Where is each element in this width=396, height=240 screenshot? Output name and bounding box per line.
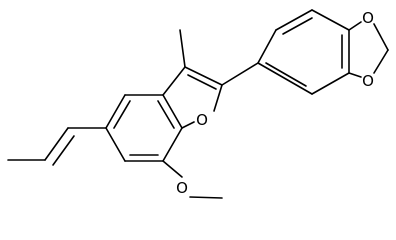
atom-label-dioxole-oxygen-top: O: [362, 9, 374, 27]
bond-double-inner: [187, 74, 217, 90]
bond-double-inner: [157, 100, 175, 129]
bond: [181, 121, 195, 129]
bond: [221, 62, 259, 86]
bond-double-inner: [282, 17, 313, 35]
bond: [348, 21, 362, 31]
bond: [162, 127, 183, 162]
bond: [44, 127, 69, 161]
bond: [189, 196, 223, 199]
bond: [105, 127, 126, 162]
bond: [162, 66, 186, 96]
bond: [213, 84, 223, 112]
atom-label-dioxole-oxygen-bottom: O: [362, 72, 374, 90]
bond-double-inner: [265, 62, 307, 87]
bond-double-inner: [113, 100, 131, 129]
bond-double-inner: [52, 135, 75, 166]
bond: [311, 9, 350, 31]
bond: [373, 49, 389, 74]
bond: [311, 72, 350, 95]
atom-labels: O O O O: [176, 9, 374, 197]
bond: [184, 66, 223, 86]
atom-label-furan-oxygen: O: [196, 111, 208, 129]
bond: [257, 62, 313, 95]
bond: [179, 29, 186, 68]
bond-lines: [7, 9, 389, 199]
bond: [257, 29, 277, 64]
bond: [275, 9, 313, 31]
bond: [373, 23, 389, 51]
bond: [162, 94, 183, 129]
bond: [348, 72, 362, 78]
bond: [162, 160, 183, 178]
atom-label-methoxy-oxygen: O: [176, 179, 188, 197]
chemical-structure-diagram: O O O O: [7, 9, 389, 199]
bond: [105, 94, 126, 129]
